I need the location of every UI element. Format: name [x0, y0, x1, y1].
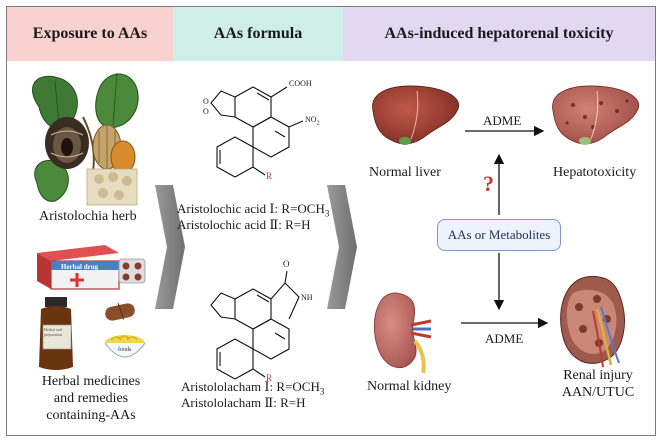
chevron-arrow-1	[155, 185, 185, 309]
injured-kidney-icon	[560, 275, 625, 368]
diagram-canvas	[32, 72, 639, 380]
lactam-nh-label: NH	[301, 293, 313, 302]
normal-kidney-label: Normal kidney	[367, 379, 452, 394]
chevron-arrow-2	[327, 185, 357, 309]
herbal-drug-label: Herbal drug	[61, 263, 99, 271]
toxicity-header: AAs-induced hepatorenal toxicity	[343, 7, 655, 61]
formula-header: AAs formula	[173, 7, 343, 61]
ring-oxygen-1: O	[203, 97, 209, 106]
adme-bottom-label: ADME	[485, 331, 524, 346]
renal-injury-label: Renal injury AAN/UTUC	[561, 368, 635, 400]
metabolites-box: AAs or Metabolites	[437, 219, 561, 251]
lactam-r-group: R	[266, 373, 273, 383]
herb-label: Aristolochia herb	[39, 209, 137, 224]
hepatotoxicity-label: Hepatotoxicity	[553, 165, 637, 180]
no2-label: NO2	[305, 115, 320, 127]
aristolochic-acid-1-label: Aristolochic acid Ⅰ: R=OCH3	[177, 201, 330, 219]
herbal-medicines-label: Herbal medicines and remedies containing…	[41, 374, 141, 423]
foods-label: foods	[118, 347, 132, 353]
bottle-label: Herbal oral preparation	[44, 327, 63, 337]
aristololactam-1-label: Aristololacham Ⅰ: R=OCH3	[181, 379, 325, 397]
normal-kidney-icon	[373, 292, 432, 374]
aristololactam-2-label: Aristololacham Ⅱ: R=H	[181, 395, 306, 410]
herbal-drug-box	[37, 245, 146, 290]
capsule-icon	[105, 303, 135, 321]
exposure-header: Exposure to AAs	[7, 7, 173, 61]
question-mark: ?	[483, 171, 494, 196]
cooh-label: COOH	[289, 79, 312, 88]
normal-liver-label: Normal liver	[369, 165, 441, 180]
normal-liver-icon	[372, 85, 459, 145]
aristololactam-structure	[210, 270, 300, 380]
aristolochia-herb-illustration	[32, 72, 139, 206]
acid-r-group: R	[266, 171, 273, 181]
foods-bowl-icon	[104, 335, 146, 358]
aristolochic-acid-2-label: Aristolochic acid Ⅱ: R=H	[177, 217, 311, 232]
figure-frame: Exposure to AAs AAs formula AAs-induced …	[6, 6, 656, 436]
lactam-o-label: O	[283, 259, 290, 269]
adme-top-label: ADME	[483, 113, 522, 128]
ring-oxygen-2: O	[203, 107, 209, 116]
herbal-preparation-bottle	[39, 297, 73, 370]
hepatotoxic-liver-icon	[552, 85, 639, 145]
aristolochic-acid-structure	[210, 86, 304, 178]
